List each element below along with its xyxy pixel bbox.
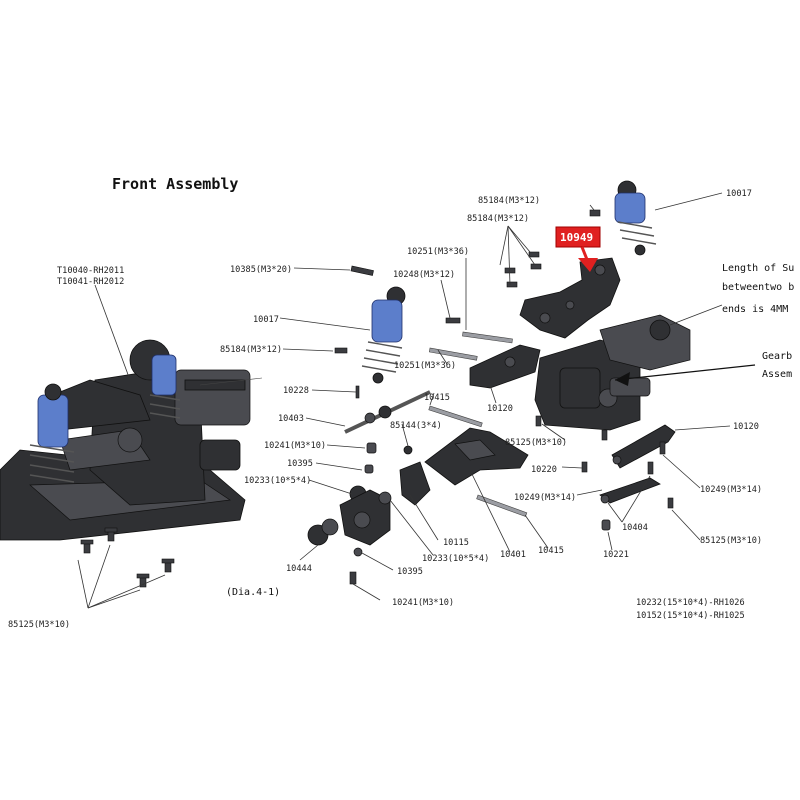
screw-10248 bbox=[445, 317, 461, 324]
ball-10241 bbox=[366, 442, 377, 454]
part-label: 10120 bbox=[487, 404, 513, 414]
spacer-10395-b bbox=[353, 547, 363, 557]
part-label: 10395 bbox=[397, 567, 423, 577]
part-label: 10415 bbox=[538, 546, 564, 556]
highlight-box bbox=[555, 226, 601, 248]
assembled-front-chassis bbox=[0, 339, 263, 588]
part-label: 10115 bbox=[443, 538, 469, 548]
part-label: 10403 bbox=[278, 414, 304, 424]
note-line: Length of Su bbox=[722, 263, 794, 274]
upper-arm-10120 bbox=[469, 344, 541, 389]
part-label: 10241(M3*10) bbox=[392, 598, 454, 608]
part-label: 85125(M3*10) bbox=[700, 536, 762, 546]
linkage-10404 bbox=[599, 477, 661, 504]
pin-10415-a bbox=[428, 405, 483, 428]
note-line: Gearb bbox=[762, 351, 792, 362]
screw-10220 bbox=[581, 461, 588, 473]
part-label: 10251(M3*36) bbox=[394, 361, 456, 371]
loose-screws-left bbox=[80, 527, 175, 588]
part-label: 10415 bbox=[424, 393, 450, 403]
part-label: 10232(15*10*4)-RH1026 bbox=[636, 598, 745, 608]
part-label: 10385(M3*20) bbox=[230, 265, 292, 275]
bearing-10233-b bbox=[321, 518, 339, 536]
part-label: 85184(M3*12) bbox=[220, 345, 282, 355]
part-label: 10249(M3*14) bbox=[514, 493, 576, 503]
note-line: Assem bbox=[762, 369, 792, 380]
part-label: T10040-RH2011 bbox=[57, 266, 124, 276]
part-label: 10248(M3*12) bbox=[393, 270, 455, 280]
part-label: 10251(M3*36) bbox=[407, 247, 469, 257]
screw-10249-a bbox=[659, 441, 666, 455]
part-label: 10404 bbox=[622, 523, 648, 533]
axle-10403 bbox=[344, 390, 431, 434]
ball-85144 bbox=[403, 445, 413, 455]
part-label: 85184(M3*12) bbox=[478, 196, 540, 206]
shock-tower-10949 bbox=[519, 257, 621, 339]
screw-85125-mid bbox=[535, 415, 542, 427]
bearing-10233-c bbox=[378, 491, 392, 505]
screw-10249-b bbox=[647, 461, 654, 475]
screw-10251-a bbox=[462, 331, 513, 344]
part-label: 10120 bbox=[733, 422, 759, 432]
screw-10220-b bbox=[601, 429, 608, 441]
diagram-reference: (Dia.4-1) bbox=[226, 587, 280, 598]
part-label: 10220 bbox=[531, 465, 557, 475]
shock-absorber-10017-right bbox=[614, 180, 657, 256]
part-label: 10241(M3*10) bbox=[264, 441, 326, 451]
part-label: 85184(M3*12) bbox=[467, 214, 529, 224]
part-label: 10233(10*5*4) bbox=[244, 476, 311, 486]
part-label: T10041-RH2012 bbox=[57, 277, 124, 287]
highlight-label: 10949 bbox=[560, 231, 593, 244]
steering-link-10120-right bbox=[611, 424, 676, 469]
part-labels: T10040-RH2011 T10041-RH2012 85125(M3*10)… bbox=[8, 189, 762, 630]
screw-10241-b bbox=[349, 571, 357, 585]
part-label: 10152(15*10*4)-RH1025 bbox=[636, 611, 745, 621]
diagram-title: Front Assembly bbox=[112, 175, 238, 193]
part-label: 85125(M3*10) bbox=[8, 620, 70, 630]
length-note: Length of Su betweentwo b ends is 4MM bbox=[722, 263, 794, 315]
screw-85184-left bbox=[334, 347, 348, 354]
gearbox-note: Gearb Assem bbox=[762, 351, 792, 380]
part-label: 10017 bbox=[726, 189, 752, 199]
screw-85125-right bbox=[667, 497, 674, 509]
ball-stud-10221 bbox=[601, 519, 611, 531]
leader-lines bbox=[77, 192, 756, 609]
part-label: 10401 bbox=[500, 550, 526, 560]
part-label: 85125(M3*10) bbox=[505, 438, 567, 448]
screw-10385 bbox=[350, 265, 374, 276]
note-line: betweentwo b bbox=[722, 282, 794, 293]
highlight-arrow-icon bbox=[578, 258, 598, 272]
screws-85184-top bbox=[504, 209, 601, 288]
part-label: 10233(10*5*4) bbox=[422, 554, 489, 564]
gearbox-assembly bbox=[534, 314, 691, 431]
part-label: 10221 bbox=[603, 550, 629, 560]
steering-knuckle-10115 bbox=[339, 461, 431, 546]
part-label: 10444 bbox=[286, 564, 312, 574]
screw-10251-b bbox=[428, 347, 478, 361]
part-label: 10228 bbox=[283, 386, 309, 396]
spacer-10395-a bbox=[364, 464, 374, 474]
pin-10228 bbox=[355, 385, 360, 399]
part-label: 10249(M3*14) bbox=[700, 485, 762, 495]
lower-arm-10401 bbox=[424, 427, 529, 486]
part-label: 85144(3*4) bbox=[390, 421, 442, 431]
note-line: ends is 4MM bbox=[722, 304, 788, 315]
part-label: 10395 bbox=[287, 459, 313, 469]
highlight-callout-10949: 10949 bbox=[555, 226, 601, 272]
part-label: 10017 bbox=[253, 315, 279, 325]
pin-10415-b bbox=[476, 494, 528, 517]
shock-absorber-10017-left bbox=[361, 286, 406, 384]
